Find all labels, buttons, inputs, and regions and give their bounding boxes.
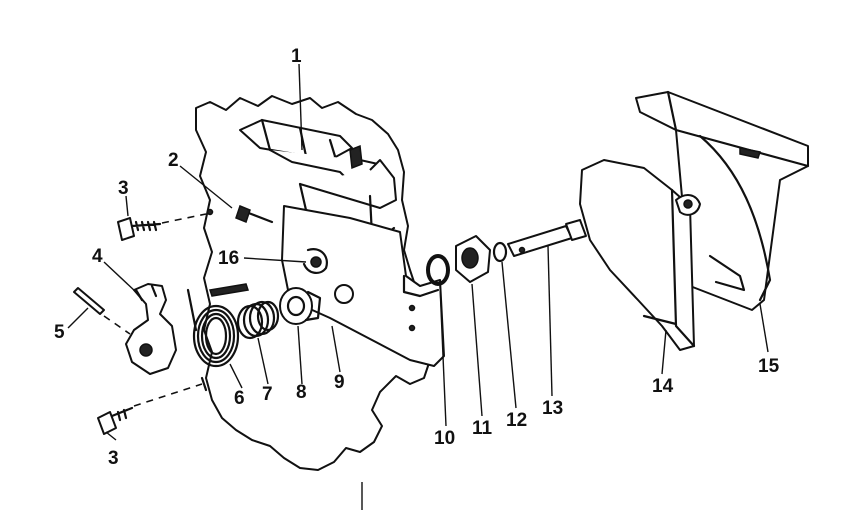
part-label-15: 15 [758,356,780,377]
part-3-screw-lower [97,383,203,435]
part-16-screw [310,256,322,268]
part-6-torsion-spring [186,288,240,392]
part-10-ring [426,254,450,286]
part-2-screw [235,205,274,224]
part-8-bushing [209,283,322,325]
part-label-4: 4 [92,246,103,267]
part-3-screw-upper [117,208,214,241]
part-number-labels: 1 2 3 3 4 5 6 7 8 9 10 11 12 13 14 15 16 [54,46,780,469]
part-label-5: 5 [54,322,65,343]
part-12-washer [492,241,508,263]
part-11-nut [455,235,491,283]
part-label-13: 13 [542,398,563,419]
part-label-16: 16 [218,248,239,269]
part-label-14: 14 [652,376,674,397]
part-label-7: 7 [262,384,273,405]
part-13-shaft [507,199,677,257]
part-7-compression-spring [236,300,280,340]
part-label-8: 8 [296,382,307,403]
leader-lines [67,63,769,510]
part-label-2: 2 [168,150,179,171]
part-label-12: 12 [506,410,527,431]
part-label-11: 11 [472,418,493,439]
part-label-6: 6 [234,388,245,409]
part-15-housing [635,90,810,311]
part-label-3-lower: 3 [108,448,119,469]
part-label-1: 1 [291,46,302,67]
part-5-pin [73,287,131,335]
part-label-9: 9 [334,372,345,393]
part-label-3-upper: 3 [118,178,129,199]
part-1-top-bracket [239,118,397,238]
part-14-door-plate [579,159,746,351]
part-label-10: 10 [434,428,455,449]
part-4-latch-lever [125,283,177,375]
